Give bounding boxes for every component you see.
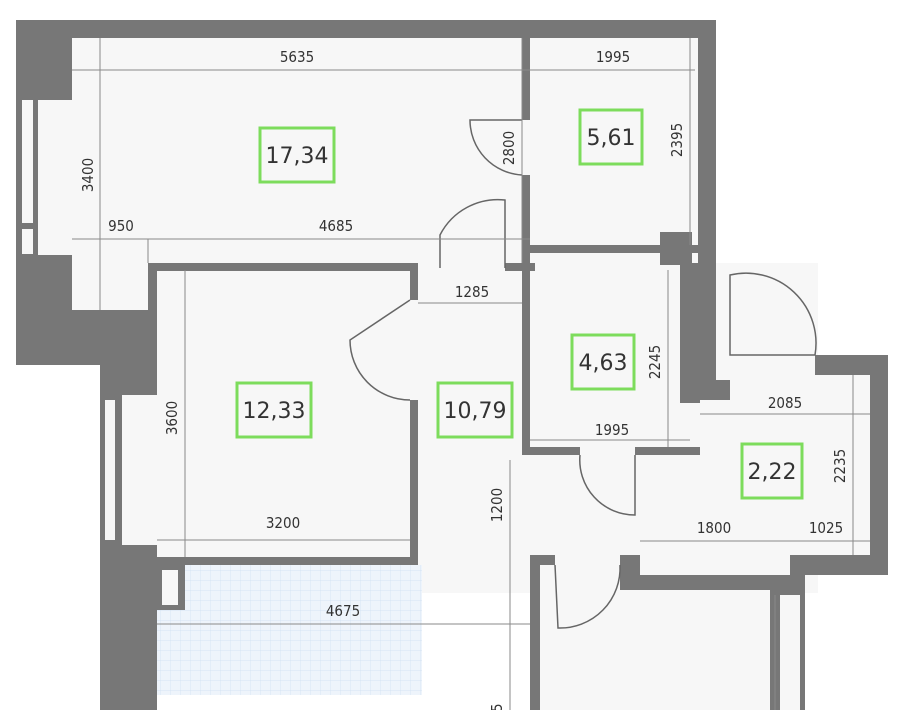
door-bottom-room	[554, 564, 621, 629]
dim-950: 950	[108, 217, 134, 235]
svg-text:5,61: 5,61	[587, 126, 636, 151]
door-bedroom1-closet	[469, 119, 523, 176]
svg-text:12,33: 12,33	[243, 399, 306, 424]
dim-3200: 3200	[266, 514, 300, 532]
room-living-area: 17,34	[258, 126, 336, 184]
dim-2395: 2395	[668, 123, 686, 157]
dim-2245: 2245	[646, 345, 664, 379]
dim-2085: 2085	[768, 394, 802, 412]
dim-4675: 4675	[326, 602, 360, 620]
svg-text:2,22: 2,22	[748, 460, 797, 485]
svg-text:10,79: 10,79	[444, 399, 507, 424]
svg-text:4,63: 4,63	[579, 351, 628, 376]
door-wc	[729, 272, 817, 356]
door-bedroom2	[349, 299, 411, 401]
room-hall-area: 10,79	[436, 381, 514, 439]
balcony	[157, 565, 422, 695]
dim-2800: 2800	[500, 131, 518, 165]
room-bedroom-area: 12,33	[235, 381, 313, 439]
doors	[349, 119, 817, 629]
dim-1025: 1025	[809, 519, 843, 537]
dimension-labels: 5635 1995 3400 2800 2395 950 4685 1285 2…	[79, 48, 849, 710]
room-bathroom-area: 4,63	[570, 333, 636, 391]
dim-3600: 3600	[163, 401, 181, 435]
dim-5635: 5635	[280, 48, 314, 66]
svg-text:17,34: 17,34	[266, 144, 329, 169]
dim-bottom-partial: 15	[488, 703, 506, 710]
dim-3400: 3400	[79, 158, 97, 192]
door-bedroom1	[439, 198, 506, 268]
dimension-lines	[72, 38, 870, 710]
room-areas: 17,34 5,61 12,33 10,79 4,63 2,22	[235, 108, 804, 500]
walls	[16, 20, 888, 710]
dim-1285: 1285	[455, 283, 489, 301]
dim-4685: 4685	[319, 217, 353, 235]
dim-1200: 1200	[488, 488, 506, 522]
dim-1800: 1800	[697, 519, 731, 537]
room-wc-area: 2,22	[740, 442, 804, 500]
dim-1995-top: 1995	[596, 48, 630, 66]
dim-2235: 2235	[831, 449, 849, 483]
door-bathroom	[579, 454, 636, 516]
room-closet-area: 5,61	[578, 108, 644, 166]
dim-1995-mid: 1995	[595, 421, 629, 439]
